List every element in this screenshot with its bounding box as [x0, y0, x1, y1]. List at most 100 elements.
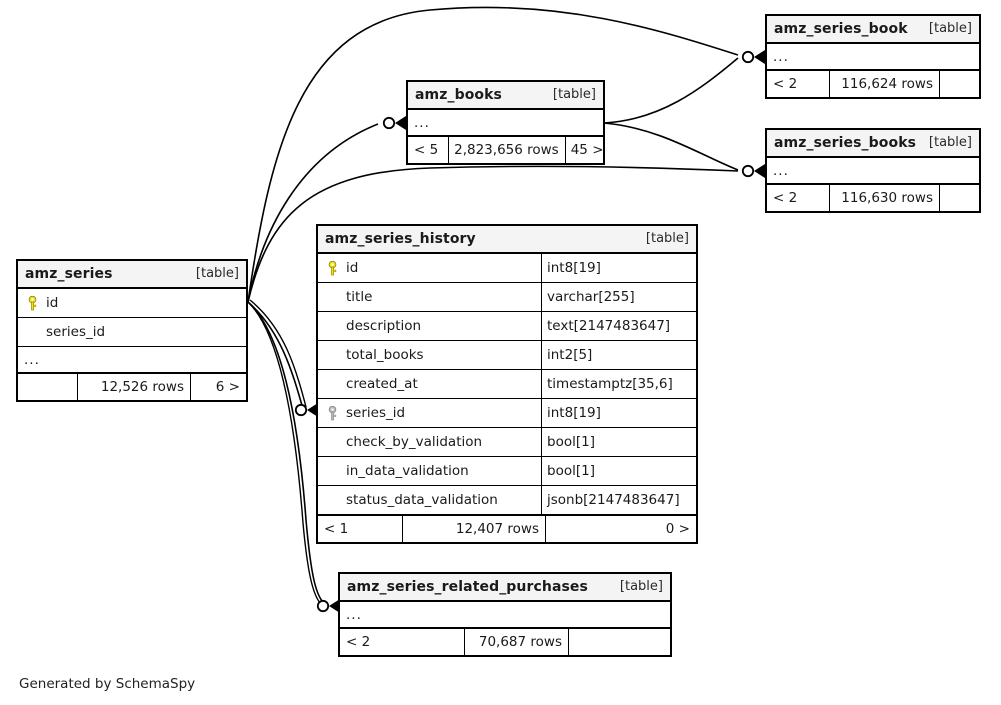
- column-row[interactable]: in_data_validation bool[1]: [318, 457, 696, 486]
- table-title: amz_series_books: [774, 134, 917, 151]
- column-row[interactable]: series_id: [18, 318, 246, 347]
- table-title: amz_books: [415, 86, 502, 103]
- column-type-cell: int8[19]: [541, 254, 696, 282]
- column-type-cell: int2[5]: [541, 341, 696, 369]
- footer-outgoing-relations: [939, 185, 979, 211]
- generated-by-credit: Generated by SchemaSpy: [19, 676, 196, 692]
- column-label: description: [346, 318, 422, 334]
- table-amz-series[interactable]: amz_series [table] id series_id ...: [16, 259, 248, 402]
- column-label: check_by_validation: [346, 434, 483, 450]
- table-footer: 12,526 rows 6 >: [18, 373, 246, 400]
- column-name-cell: series_id: [318, 405, 541, 421]
- table-amz-books[interactable]: amz_books [table] ... < 5 2,823,656 rows…: [406, 80, 605, 165]
- table-footer: < 2 116,630 rows: [767, 184, 979, 211]
- table-amz-series-book[interactable]: amz_series_book [table] ... < 2 116,624 …: [765, 14, 981, 99]
- edge-books-to-series-books: [603, 122, 739, 171]
- edge-series-to-related-purchases: [247, 301, 327, 606]
- collapsed-columns-indicator: ...: [767, 158, 979, 184]
- table-type-tag: [table]: [552, 87, 596, 102]
- column-name-cell: total_books: [318, 347, 541, 363]
- column-row[interactable]: id int8[19]: [318, 254, 696, 283]
- footer-incoming-relations: < 2: [773, 190, 798, 206]
- column-label: title: [346, 289, 373, 305]
- footer-outgoing-relations: 6 >: [190, 374, 246, 400]
- primary-key-icon: [28, 295, 37, 310]
- table-footer: < 2 70,687 rows: [340, 628, 670, 655]
- table-header: amz_series [table]: [18, 261, 246, 289]
- collapsed-columns-indicator: ...: [18, 347, 246, 373]
- table-type-tag: [table]: [645, 231, 689, 246]
- column-row[interactable]: created_at timestamptz[35,6]: [318, 370, 696, 399]
- column-type-cell: varchar[255]: [541, 283, 696, 311]
- column-label: series_id: [346, 405, 406, 421]
- column-type-cell: timestamptz[35,6]: [541, 370, 696, 398]
- column-type-cell: jsonb[2147483647]: [541, 486, 696, 514]
- table-header: amz_series_book [table]: [767, 16, 979, 44]
- footer-row-count: 12,407 rows: [402, 516, 545, 542]
- column-name-cell: created_at: [318, 376, 541, 392]
- table-header: amz_series_history [table]: [318, 226, 696, 254]
- column-label: series_id: [46, 324, 106, 340]
- column-name-cell: in_data_validation: [318, 463, 541, 479]
- column-label: id: [346, 260, 359, 276]
- column-label: created_at: [346, 376, 418, 392]
- edge-bundle-line-b: [249, 299, 307, 408]
- column-label: id: [46, 295, 59, 311]
- column-row[interactable]: series_id int8[19]: [318, 399, 696, 428]
- column-name-cell: id: [18, 295, 246, 311]
- footer-incoming-relations: < 2: [346, 634, 371, 650]
- column-name-cell: id: [318, 260, 541, 276]
- footer-row-count: 116,630 rows: [829, 185, 939, 211]
- column-type-cell: bool[1]: [541, 428, 696, 456]
- column-row[interactable]: title varchar[255]: [318, 283, 696, 312]
- footer-outgoing-relations: 0 >: [545, 516, 696, 542]
- table-type-tag: [table]: [195, 266, 239, 281]
- column-name-cell: series_id: [18, 324, 246, 340]
- footer-row-count: 116,624 rows: [829, 71, 939, 97]
- footer-incoming-relations: < 1: [324, 521, 349, 537]
- table-header: amz_series_books [table]: [767, 130, 979, 158]
- edge-bundle-line-a: [249, 303, 325, 608]
- footer-outgoing-relations: 45 >: [564, 137, 603, 163]
- footer-row-count: 70,687 rows: [464, 629, 568, 655]
- column-name-cell: status_data_validation: [318, 492, 541, 508]
- foreign-key-icon: [328, 405, 337, 420]
- table-footer: < 5 2,823,656 rows 45 >: [408, 136, 603, 163]
- table-header: amz_series_related_purchases [table]: [340, 574, 670, 602]
- collapsed-columns-indicator: ...: [767, 44, 979, 70]
- table-amz-series-books[interactable]: amz_series_books [table] ... < 2 116,630…: [765, 128, 981, 213]
- table-title: amz_series: [25, 265, 113, 282]
- table-title: amz_series_history: [325, 230, 476, 247]
- column-label: total_books: [346, 347, 424, 363]
- column-label: status_data_validation: [346, 492, 498, 508]
- collapsed-columns-indicator: ...: [340, 602, 670, 628]
- table-type-tag: [table]: [928, 135, 972, 150]
- table-type-tag: [table]: [619, 579, 663, 594]
- table-footer: < 1 12,407 rows 0 >: [318, 515, 696, 542]
- column-name-cell: title: [318, 289, 541, 305]
- edge-series-to-series-history: [247, 301, 304, 410]
- column-row[interactable]: status_data_validation jsonb[2147483647]: [318, 486, 696, 515]
- column-row[interactable]: total_books int2[5]: [318, 341, 696, 370]
- footer-incoming-relations: [18, 374, 77, 400]
- footer-incoming-relations: < 5: [414, 142, 439, 158]
- table-header: amz_books [table]: [408, 82, 603, 110]
- table-amz-series-history[interactable]: amz_series_history [table] id int8[19] t…: [316, 224, 698, 544]
- footer-outgoing-relations: [568, 629, 670, 655]
- column-row[interactable]: description text[2147483647]: [318, 312, 696, 341]
- table-title: amz_series_related_purchases: [347, 578, 588, 595]
- column-name-cell: check_by_validation: [318, 434, 541, 450]
- table-footer: < 2 116,624 rows: [767, 70, 979, 97]
- primary-key-icon: [328, 260, 337, 275]
- column-row[interactable]: check_by_validation bool[1]: [318, 428, 696, 457]
- footer-outgoing-relations: [939, 71, 979, 97]
- edge-books-to-series-book: [603, 57, 739, 124]
- table-title: amz_series_book: [774, 20, 908, 37]
- column-row[interactable]: id: [18, 289, 246, 318]
- column-label: in_data_validation: [346, 463, 469, 479]
- table-amz-series-related-purchases[interactable]: amz_series_related_purchases [table] ...…: [338, 572, 672, 657]
- column-name-cell: description: [318, 318, 541, 334]
- footer-row-count: 2,823,656 rows: [448, 137, 564, 163]
- footer-row-count: 12,526 rows: [77, 374, 190, 400]
